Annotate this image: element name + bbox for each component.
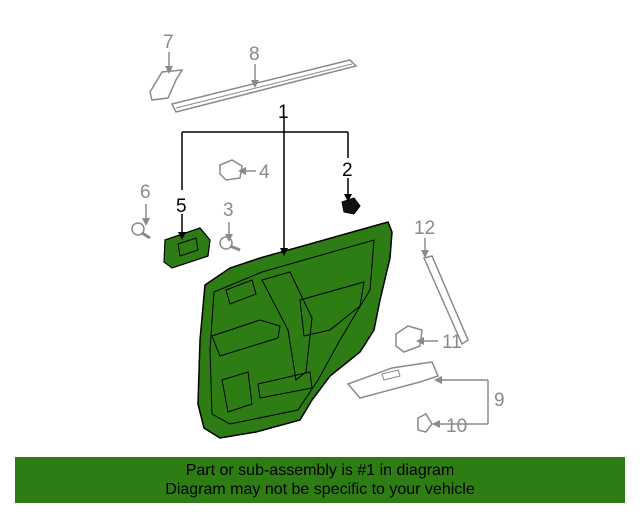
parts-diagram: 1 2 3 4 5 6 7 8 9 10 11 12 xyxy=(131,32,505,439)
info-banner: Part or sub-assembly is #1 in diagram Di… xyxy=(15,457,625,503)
callout-6: 6 xyxy=(140,182,151,203)
callout-11: 11 xyxy=(442,332,462,353)
leader-lines-active xyxy=(181,118,349,250)
callout-8: 8 xyxy=(249,44,260,65)
leader-arrows-dim xyxy=(142,66,442,428)
part-5-inside-handle xyxy=(163,227,211,269)
callout-7: 7 xyxy=(163,32,174,53)
part-9-armrest xyxy=(346,361,440,399)
part-4-clip xyxy=(219,159,243,181)
banner-line-1: Part or sub-assembly is #1 in diagram xyxy=(185,462,455,479)
callout-4: 4 xyxy=(259,162,270,183)
part-2-clip xyxy=(341,197,361,215)
callout-labels: 1 2 3 4 5 6 7 8 9 10 11 12 xyxy=(140,32,505,437)
callout-10: 10 xyxy=(446,416,467,437)
part-6-screw xyxy=(131,222,151,240)
callout-9: 9 xyxy=(494,390,505,411)
part-12-molding xyxy=(422,255,469,346)
leader-arrows-active xyxy=(178,194,352,256)
part-10-clip xyxy=(417,413,433,433)
callout-3: 3 xyxy=(223,200,234,221)
part-8-belt-molding xyxy=(170,59,358,113)
callout-1: 1 xyxy=(278,102,289,123)
banner-line-2: Diagram may not be specific to your vehi… xyxy=(165,481,475,498)
part-1-door-trim-panel xyxy=(197,221,393,439)
callout-2: 2 xyxy=(342,160,353,181)
part-7-corner-cover xyxy=(149,69,184,101)
callout-5: 5 xyxy=(176,196,187,217)
callout-12: 12 xyxy=(414,218,435,239)
part-11-switch xyxy=(395,325,423,353)
